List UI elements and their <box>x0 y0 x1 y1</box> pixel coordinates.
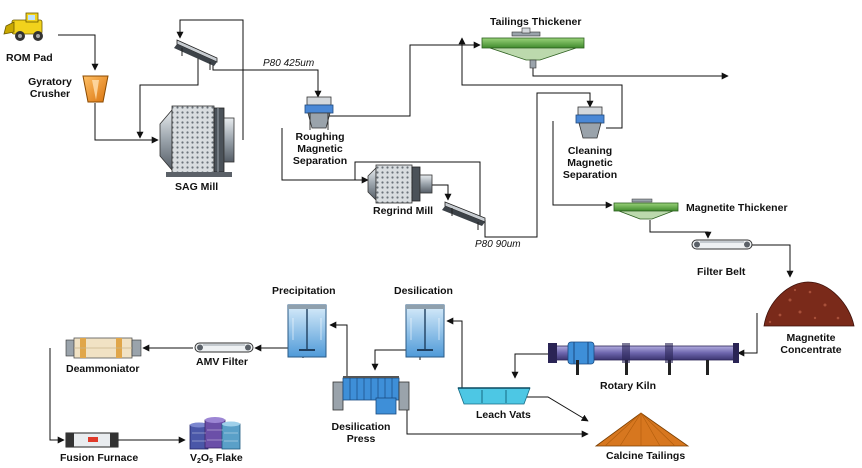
rotary-kiln-icon <box>548 341 739 375</box>
calcine-tailings-label: Calcine Tailings <box>606 450 686 462</box>
fusion-furnace-icon <box>65 432 119 448</box>
v2o5-flake-label: V2O5 Flake <box>190 452 243 468</box>
roughing-label-line3: Separation <box>292 155 348 167</box>
rom-pad-label: ROM Pad <box>6 52 53 64</box>
sag-mill-icon <box>159 105 235 177</box>
deammoniator-label: Deammoniator <box>66 363 140 375</box>
amv-filter-icon <box>194 342 254 353</box>
regrind-mill-label: Regrind Mill <box>373 205 434 217</box>
magnetite-concentrate-line2: Concentrate <box>780 344 842 356</box>
cleaning-label-line1: Cleaning <box>567 145 613 157</box>
gyratory-crusher-icon <box>82 75 109 103</box>
v2o5-o: O <box>200 452 210 464</box>
v2o5-rest: Flake <box>213 452 243 464</box>
v2o5-sub2: 5 <box>209 458 213 465</box>
magnetite-thickener-icon <box>613 198 679 220</box>
fusion-furnace-label: Fusion Furnace <box>60 452 139 464</box>
p80-90-note: P80 90um <box>475 239 521 250</box>
rotary-kiln-label: Rotary Kiln <box>600 380 657 392</box>
precipitation-tank-icon <box>287 304 327 358</box>
sag-mill-label: SAG Mill <box>175 181 219 193</box>
desilication-press-line2: Press <box>346 433 376 445</box>
filter-belt-icon <box>691 239 753 250</box>
desilication-label: Desilication <box>394 285 453 297</box>
flow-lines <box>49 19 794 444</box>
gyratory-crusher-label-line1: Gyratory <box>28 76 72 88</box>
rom-loader-icon <box>3 12 43 41</box>
regrind-screen-icon <box>442 201 486 230</box>
desilication-tank-icon <box>405 304 445 358</box>
p80-425-note: P80 425um <box>263 58 315 69</box>
filter-press-icon <box>332 376 410 415</box>
magnetite-concentrate-line1: Magnetite <box>786 332 836 344</box>
leach-vats-label: Leach Vats <box>476 409 531 421</box>
flake-drums-icon <box>189 417 241 450</box>
desilication-press-line1: Desilication <box>331 421 391 433</box>
gyratory-crusher-label: Gyratory Crusher <box>22 76 78 100</box>
v2o5-v: V <box>190 452 198 464</box>
sag-screen-icon <box>174 39 218 70</box>
filter-belt-label: Filter Belt <box>697 266 746 278</box>
cleaning-label-line3: Separation <box>562 169 618 181</box>
deammoniator-icon <box>65 337 142 359</box>
cleaning-separation-label: Cleaning Magnetic Separation <box>554 145 626 181</box>
cleaning-label-line2: Magnetic <box>567 157 613 169</box>
tailings-thickener-label: Tailings Thickener <box>490 16 582 28</box>
roughing-label-line2: Magnetic <box>297 143 343 155</box>
magnetite-thickener-label: Magnetite Thickener <box>686 202 788 214</box>
cleaning-separator-icon <box>575 106 605 139</box>
gyratory-crusher-label-line2: Crusher <box>29 88 71 100</box>
desilication-press-label: Desilication Press <box>326 421 396 445</box>
v2o5-sub1: 2 <box>197 458 201 465</box>
leach-vats-icon <box>457 387 531 405</box>
roughing-label-line1: Roughing <box>295 131 345 143</box>
roughing-separation-label: Roughing Magnetic Separation <box>286 131 354 167</box>
tailings-thickener-icon <box>481 27 585 69</box>
calcine-tailings-pile-icon <box>594 412 690 447</box>
roughing-separator-icon <box>304 96 334 130</box>
magnetite-pile-icon <box>763 281 855 327</box>
regrind-mill-icon <box>367 164 433 204</box>
magnetite-concentrate-label: Magnetite Concentrate <box>776 332 846 356</box>
precipitation-label: Precipitation <box>272 285 336 297</box>
amv-filter-label: AMV Filter <box>196 356 248 368</box>
